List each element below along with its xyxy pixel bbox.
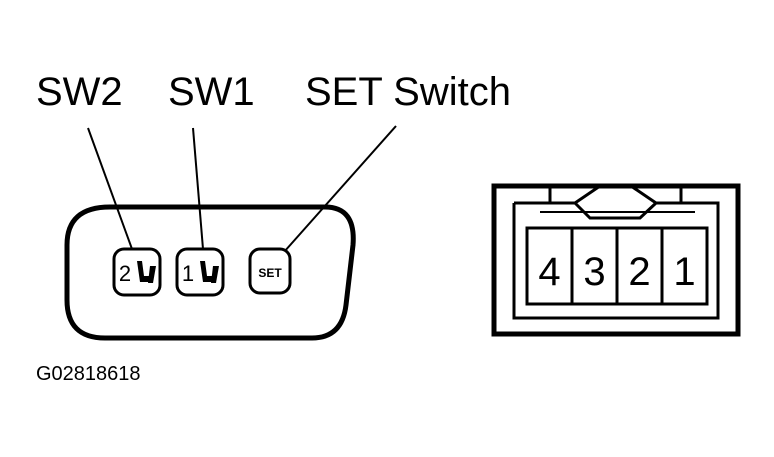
figure-id: G02818618 <box>36 363 141 385</box>
sw2-button: 2 <box>112 247 162 297</box>
leader-line-sw1 <box>192 127 204 250</box>
pin-number: 2 <box>628 250 650 294</box>
leader-line-set <box>283 125 397 253</box>
pin-number: 4 <box>538 250 560 294</box>
pin-cell-1 <box>660 226 709 306</box>
connector-pins: 4 3 2 1 <box>525 226 709 306</box>
sw1-button-number: 1 <box>182 261 194 286</box>
callout-label-sw1: SW1 <box>168 70 255 114</box>
switch-panel-housing <box>64 204 356 341</box>
set-button-label: SET <box>258 266 282 280</box>
pin-number: 3 <box>583 250 605 294</box>
seat-icon <box>200 261 219 283</box>
connector-housing <box>491 183 741 337</box>
sw2-button-number: 2 <box>119 261 131 286</box>
set-button: SET <box>248 247 292 295</box>
seat-icon <box>137 261 156 283</box>
callout-label-sw2: SW2 <box>36 70 123 114</box>
leader-line-sw2 <box>87 127 133 250</box>
sw1-button: 1 <box>175 247 225 297</box>
callout-label-set-switch: SET Switch <box>305 70 511 114</box>
pin-number: 1 <box>673 250 695 294</box>
